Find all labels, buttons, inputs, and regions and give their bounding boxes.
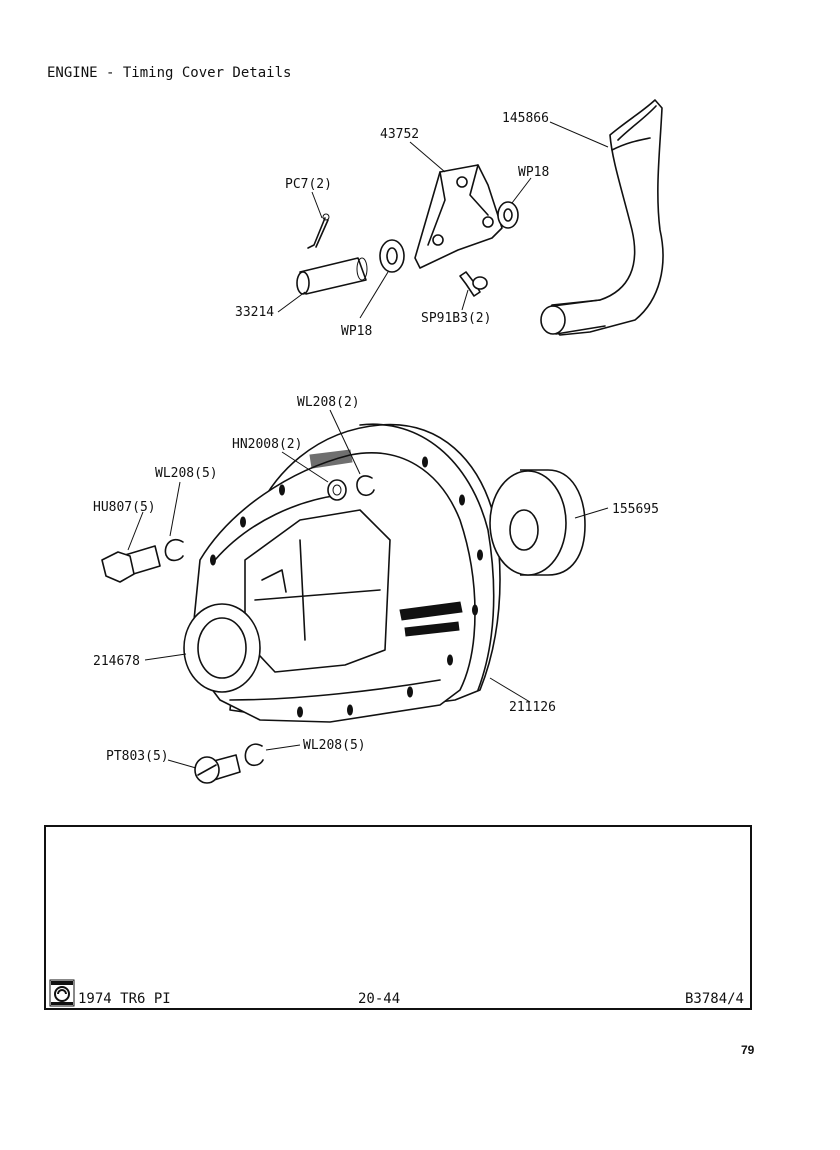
label-155695: 155695 xyxy=(612,502,659,517)
label-211126: 211126 xyxy=(509,700,556,715)
part-43752-bracket xyxy=(414,164,503,269)
part-hu807-bolt xyxy=(101,545,161,583)
part-pc7-split-pin xyxy=(307,213,330,249)
footer-drawing-code: B3784/4 xyxy=(684,991,744,1007)
label-214678: 214678 xyxy=(93,654,140,669)
footer-model: 1974 TR6 PI xyxy=(78,991,171,1007)
part-pt803-screw xyxy=(194,754,241,784)
label-pc7: PC7(2) xyxy=(285,177,332,192)
part-wl208-washer-bottom xyxy=(244,743,264,767)
part-wl208-washer-left xyxy=(164,538,184,562)
part-33214-clevis-pin xyxy=(296,257,368,295)
label-pt803: PT803(5) xyxy=(106,749,169,764)
part-wp18-washer-top xyxy=(497,201,519,229)
footer-reference: 20-44 xyxy=(358,991,401,1007)
label-sp91b3: SP91B3(2) xyxy=(421,311,491,326)
part-wl208-washer-top xyxy=(356,475,375,497)
label-wl208-top: WL208(2) xyxy=(297,395,360,410)
label-wl208-left: WL208(5) xyxy=(155,466,218,481)
label-33214: 33214 xyxy=(235,305,274,320)
part-hn2008-nut xyxy=(327,479,347,501)
label-wp18-top: WP18 xyxy=(518,165,549,180)
label-43752: 43752 xyxy=(380,127,419,142)
british-leyland-logo-icon xyxy=(49,979,75,1007)
label-hu807: HU807(5) xyxy=(93,500,156,515)
label-wl208-bottom: WL208(5) xyxy=(303,738,366,753)
label-wp18-bottom: WP18 xyxy=(341,324,372,339)
leader-lines xyxy=(127,121,609,769)
part-sp91b3-pin xyxy=(459,271,488,297)
part-wp18-washer-bottom xyxy=(379,239,405,273)
label-hn2008: HN2008(2) xyxy=(232,437,302,452)
page-number: 79 xyxy=(741,1043,755,1057)
part-145866-strap xyxy=(540,99,664,336)
part-155695-seal xyxy=(489,469,586,576)
label-145866: 145866 xyxy=(502,111,549,126)
info-box: 1974 TR6 PI 20-44 B3784/4 xyxy=(44,825,752,1010)
page-title: ENGINE - Timing Cover Details xyxy=(47,65,292,81)
part-214678-timing-cover xyxy=(183,449,483,723)
